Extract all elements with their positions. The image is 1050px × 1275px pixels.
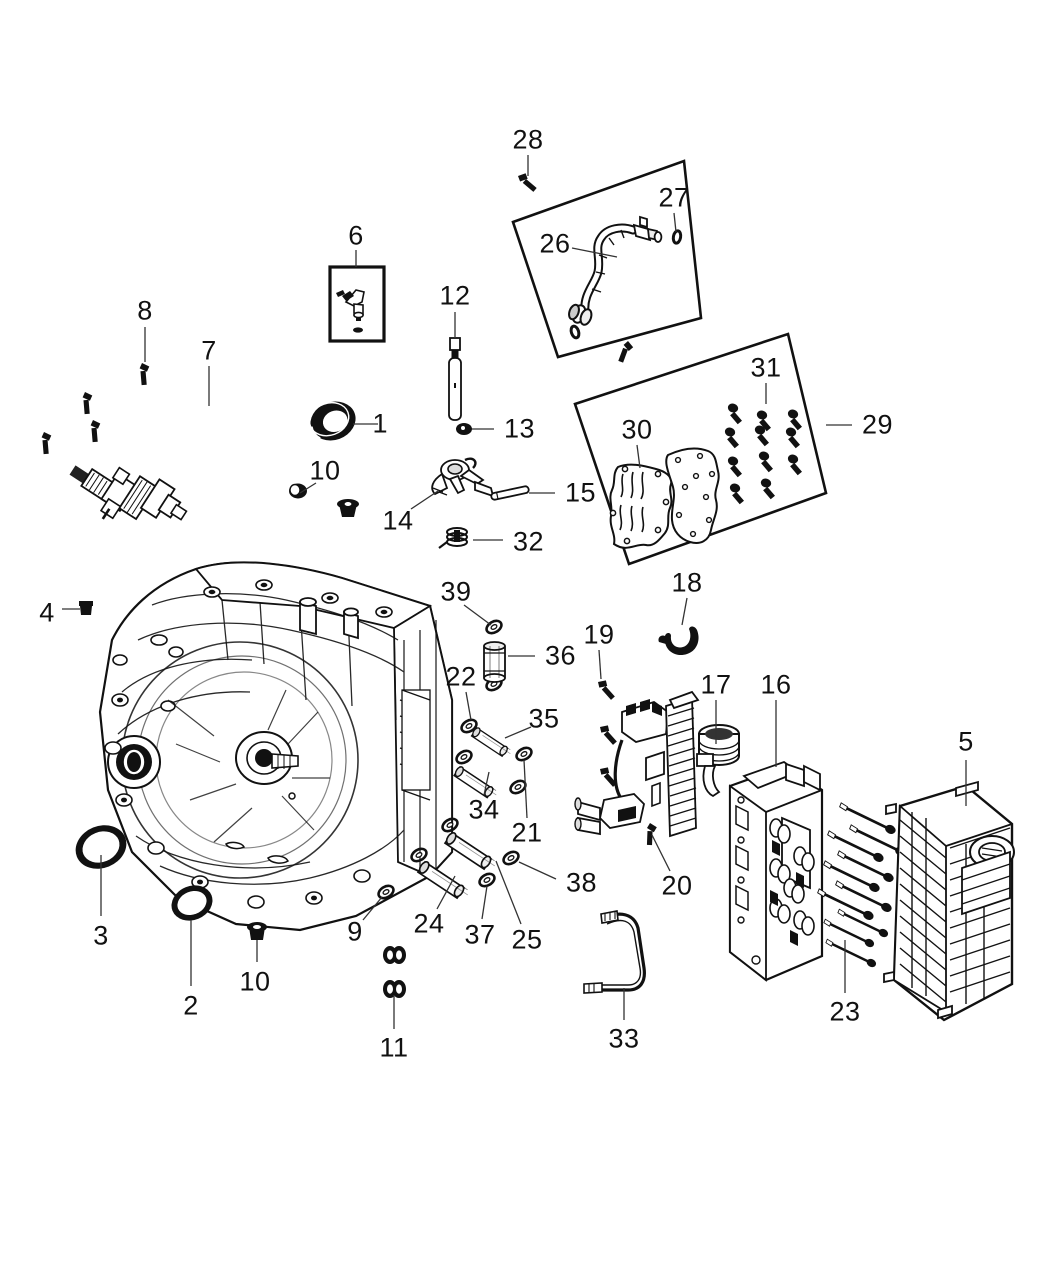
callout-oil-cooler-hose: 26: [539, 228, 571, 259]
leader-seal-ring-pair: [463, 604, 492, 626]
callout-valve-body: 16: [760, 669, 792, 700]
callout-manual-valve-lever: 14: [382, 505, 414, 536]
leader-shaft-sleeve-mid: [483, 771, 490, 796]
gasket-kit-box: [573, 332, 828, 566]
leader-screw: [651, 834, 671, 872]
callout-o-ring-large: 3: [93, 920, 109, 951]
callout-coil-spring: 32: [513, 526, 545, 557]
callout-retaining-clip: 18: [671, 567, 703, 598]
leader-washer-shim: [518, 861, 557, 880]
callout-washer-set: 21: [511, 817, 543, 848]
callout-plug-lower: 10: [239, 966, 271, 997]
hose-kit-box: [511, 159, 703, 364]
callout-solenoid: 17: [700, 669, 732, 700]
callout-roll-pin: 15: [565, 477, 597, 508]
gasket-left-art: [609, 463, 673, 549]
leader-retaining-clip: [681, 597, 688, 626]
callout-shaft-sleeve-long: 24: [413, 908, 445, 939]
retaining-clip-art: [658, 626, 699, 656]
callout-detent-spring-rod: 12: [439, 280, 471, 311]
callout-oil-seal: 1: [372, 408, 388, 439]
leader-washer: [362, 896, 383, 921]
leader-plug-pair-upper: [299, 482, 317, 494]
oil-seal-art: [308, 401, 356, 441]
leader-shaft-sleeve-short: [504, 726, 532, 739]
callout-shift-shaft-assembly: 7: [201, 335, 217, 366]
callout-bushing-pair: 11: [379, 1032, 409, 1063]
callout-vent-plug: 4: [39, 597, 55, 628]
leader-bolt-wire-harness: [598, 649, 602, 680]
oil-feed-tube-art: [583, 910, 646, 994]
callout-speed-sensor-kit: 6: [348, 220, 364, 251]
callout-gasket-pair: 30: [621, 414, 653, 445]
callout-shaft-sleeve-short: 35: [528, 703, 560, 734]
o-ring-large-art: [75, 825, 127, 869]
leader-shaft-sleeve: [495, 860, 522, 925]
callout-shaft-sleeve: 25: [511, 924, 543, 955]
callout-bolt-wire-harness: 19: [583, 619, 615, 650]
sensor-kit-box: [328, 265, 386, 343]
callout-washer-shim: 38: [566, 867, 598, 898]
oil-cooler-hose-art: [568, 215, 683, 340]
shift-shaft-assembly-art: [69, 465, 188, 521]
leader-manual-valve-lever: [410, 490, 439, 510]
leader-hose-seal-ring: [673, 212, 677, 233]
wire-harness-art: [574, 699, 669, 836]
leader-shaft-sleeve-long: [436, 875, 456, 910]
callout-seal-ring-pair: 39: [440, 576, 472, 607]
leader-lines: [62, 155, 967, 1029]
callout-plug-pair-upper: 10: [309, 455, 341, 486]
callout-valve-body-bolts: 23: [829, 996, 861, 1027]
callout-sleeve-bushing: 36: [545, 640, 577, 671]
callout-hose-bracket-bolt: 28: [512, 124, 544, 155]
callout-oil-feed-tube: 33: [608, 1023, 640, 1054]
callout-bolt-short: 8: [137, 295, 153, 326]
plug-lower-art: [247, 922, 267, 940]
leader-washer-set: [523, 759, 528, 819]
callout-thrust-washer: 22: [445, 661, 477, 692]
leader-thrust-washer: [465, 691, 472, 721]
valve-body-art: [728, 760, 824, 982]
manual-valve-lever-art: [431, 457, 495, 498]
callout-hose-seal-ring: 27: [658, 182, 690, 213]
callout-o-ring-small: 2: [183, 990, 199, 1021]
callout-washer: 9: [347, 916, 363, 947]
oil-pan-cover-art: [883, 780, 1015, 1022]
callout-oil-pan-cover: 5: [958, 726, 974, 757]
leader-gasket-pair: [636, 444, 641, 469]
gasket-right-art: [665, 447, 720, 544]
plug-pair-upper-art: [289, 483, 359, 517]
vent-plug-art: [79, 601, 93, 615]
leader-washer-thrust: [481, 885, 488, 920]
coil-spring-art: [438, 527, 468, 549]
callout-ball-detent: 13: [504, 413, 536, 444]
solenoid-pack-art: [638, 690, 740, 848]
leader-oil-cooler-hose: [571, 247, 618, 258]
callout-gasket-bolts: 31: [750, 352, 782, 383]
sleeve-bushing-art: [483, 641, 506, 683]
callout-gasket-and-bolt-kit: 29: [862, 409, 894, 440]
bushing-pair-art: [383, 946, 406, 998]
roll-pin-art: [490, 485, 530, 501]
callout-screw: 20: [661, 870, 693, 901]
ball-detent-art: [456, 423, 472, 435]
detent-spring-rod-art: [448, 337, 462, 421]
transmission-case-art: [98, 561, 454, 932]
o-ring-small-art: [171, 885, 213, 921]
callout-shaft-sleeve-mid: 34: [468, 794, 500, 825]
callout-washer-thrust: 37: [464, 919, 496, 950]
